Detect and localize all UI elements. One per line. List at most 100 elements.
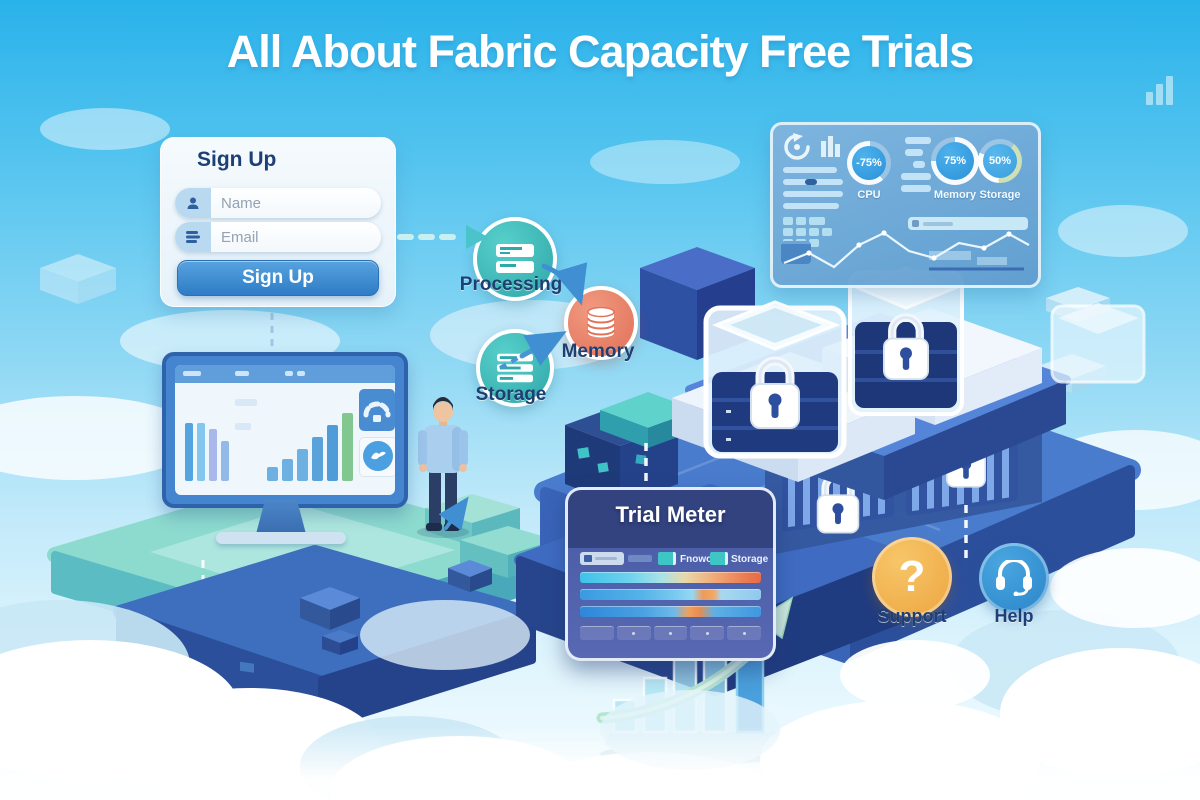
block (809, 228, 819, 236)
usage-bar-2 (580, 589, 761, 600)
email-icon (175, 222, 211, 252)
block (796, 228, 806, 236)
memory-gauge: 75% (931, 137, 979, 185)
cpu-gauge: -75% (847, 141, 891, 185)
support-label: Support (877, 606, 947, 626)
text-line (235, 399, 257, 406)
text-line (235, 423, 251, 430)
list-line (783, 167, 837, 173)
v-bar (185, 423, 193, 481)
trend-line-chart (783, 230, 1030, 271)
monitor (162, 352, 408, 508)
footer-cell (653, 626, 688, 640)
v-bar (209, 429, 217, 481)
trial-meter-panel: Trial Meter Fnowo Storage (565, 487, 776, 661)
headset-icon (996, 560, 1032, 596)
mini-bars-icon (821, 136, 840, 157)
memory-gauge-value: 75% (936, 142, 974, 180)
search-hint (923, 221, 953, 226)
locked-glass-cube-back (848, 266, 964, 416)
help-label: Help (994, 606, 1034, 626)
search-bar[interactable] (908, 217, 1028, 230)
gauge-tile (359, 389, 395, 431)
support-button[interactable]: ? (872, 537, 952, 617)
block (822, 228, 832, 236)
cpu-gauge-value: -75% (852, 146, 886, 180)
block (783, 217, 793, 225)
toggle-dot (805, 179, 817, 185)
chart-bar (297, 449, 308, 481)
dashed-guides (644, 443, 968, 560)
storage-gauge: 50% (978, 139, 1022, 183)
footer-cell (690, 626, 725, 640)
cloud (40, 108, 170, 150)
cpu-gauge-label: CPU (857, 189, 881, 201)
signup-heading: Sign Up (197, 148, 277, 171)
memory-label: Memory (561, 341, 635, 362)
footer-cell (580, 626, 614, 640)
help-button[interactable] (979, 543, 1049, 613)
footer-cell (616, 626, 651, 640)
search-icon (912, 220, 919, 227)
list-line (901, 185, 931, 192)
toolbar-right (337, 365, 395, 383)
processing-label: Processing (459, 274, 563, 295)
chart-bar (282, 459, 293, 481)
block (796, 217, 806, 225)
chart-bar (342, 413, 353, 481)
v-bar (197, 423, 205, 481)
refresh-icon (784, 133, 810, 160)
legend-muted-bar (628, 555, 652, 562)
block (809, 239, 819, 247)
chart-bar (267, 467, 278, 481)
block (783, 228, 793, 236)
v-bar (221, 441, 229, 481)
name-field-row (175, 188, 381, 218)
bird-icon (363, 441, 393, 471)
page-title: All About Fabric Capacity Free Trials (226, 26, 975, 77)
glass-cube-faint (1050, 303, 1146, 384)
signup-card: Sign Up Sign Up (160, 137, 396, 307)
trial-meter-title: Trial Meter (615, 502, 726, 527)
monitor-base (216, 532, 346, 544)
block (809, 217, 825, 225)
list-line (905, 137, 931, 144)
meter-footer (580, 626, 761, 640)
cloud (360, 600, 530, 670)
storage-gauge-value: 50% (983, 144, 1017, 178)
email-input[interactable] (211, 228, 381, 246)
list-line (913, 161, 925, 168)
bottom-fade (0, 726, 1200, 800)
person (417, 397, 469, 538)
cloud (840, 640, 990, 710)
list-line (783, 191, 843, 197)
monitor-toolbar (175, 365, 339, 383)
bird-tile (359, 437, 395, 477)
device-icon (781, 241, 811, 264)
chart-bar (327, 425, 338, 481)
usage-dashboard: -75% CPU 75% Memory 50% Storage (770, 122, 1041, 288)
legend-chip (580, 552, 624, 565)
list-line (783, 203, 839, 209)
email-field-row (175, 222, 381, 252)
legend-swatch-2 (710, 552, 728, 565)
cloud (590, 140, 740, 184)
storage-label: Storage (475, 384, 547, 405)
faint-sky-cubes-left (40, 254, 116, 304)
footer-cell (727, 626, 761, 640)
chart-bar (312, 437, 323, 481)
name-input[interactable] (211, 194, 381, 212)
legend-label-2: Storage (731, 554, 769, 565)
small-cubes (300, 560, 492, 655)
cloud (1058, 205, 1188, 257)
usage-bar-1 (580, 572, 761, 583)
cloud (1050, 548, 1200, 628)
locked-glass-cube-front (703, 300, 847, 459)
faint-bars-icon (1146, 76, 1173, 105)
monitor-stand (256, 500, 306, 534)
memory-gauge-label: Memory (933, 189, 977, 201)
signup-button[interactable]: Sign Up (177, 260, 379, 296)
monitor-screen (175, 365, 395, 495)
legend-swatch-1 (658, 552, 676, 565)
